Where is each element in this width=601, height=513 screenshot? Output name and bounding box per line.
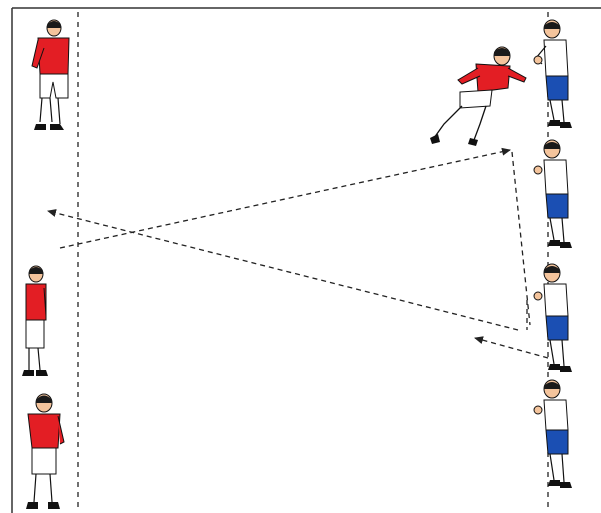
blue-defender-1	[533, 19, 572, 128]
blue-defender-4	[533, 379, 572, 488]
blue-defender-3	[533, 263, 572, 372]
path-upper-pass	[59, 147, 511, 249]
red-player-2	[22, 265, 48, 376]
red-player-runner	[430, 46, 527, 146]
red-player-3	[26, 393, 65, 509]
path-lower-pass	[47, 209, 519, 331]
path-return-run	[474, 336, 549, 359]
path-diagonal-run	[511, 151, 531, 326]
red-player-1	[31, 19, 70, 130]
field-frame	[11, 7, 601, 513]
blue-defender-2	[533, 139, 572, 248]
